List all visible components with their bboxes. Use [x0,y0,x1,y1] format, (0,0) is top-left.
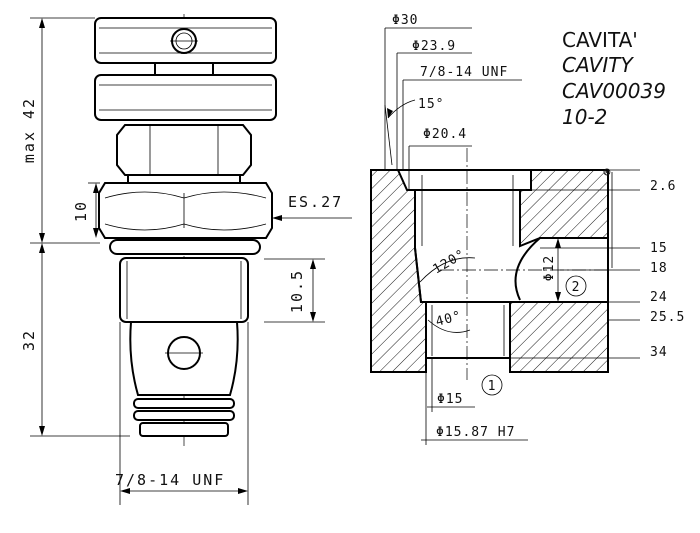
dim-dia-30: Φ30 [392,13,418,28]
dim-dia-20-4: Φ20.4 [423,127,467,142]
dim-angle-40: 40° [434,309,463,330]
port-1-marker [481,374,503,396]
port-2-marker [565,275,587,297]
dim-max-42: max 42 [20,97,38,163]
title-cavity: CAVITY [562,53,634,77]
valve-view [94,14,277,448]
dim-10: 10 [72,200,90,222]
dim-depth-18: 18 [650,261,668,276]
dim-dia-12: Φ12 [542,255,557,281]
dim-depth-2-6: 2.6 [650,179,676,194]
valve-dimensions: max 42 10 ES.27 32 10.5 7/8-14 UNF [20,17,352,505]
dim-depth-24: 24 [650,290,668,305]
cavity-section [370,148,610,380]
hex-nut [98,182,273,239]
title-cavita: CAVITA' [562,28,638,52]
dim-angle-120: 120° [431,247,469,278]
seal-ring [109,239,261,255]
dim-dia-23-9: Φ23.9 [412,39,456,54]
cavity-dimensions: Φ30 Φ23.9 7/8-14 UNF 15° Φ20.4 ⊗ 2.6 15 … [384,13,685,445]
dim-thread-unf: 7/8-14 UNF [115,471,225,489]
dim-dia-15: Φ15 [437,392,463,407]
port-1-label: 1 [488,379,497,394]
dim-32: 32 [20,329,38,351]
thread-body [119,257,249,323]
dim-10-5: 10.5 [288,269,306,313]
title-size: 10-2 [562,105,607,129]
dim-es27: ES.27 [288,193,343,211]
port-2-label: 2 [572,280,581,295]
dim-depth-25-5: 25.5 [650,310,685,325]
title-code: CAV00039 [562,79,666,103]
dim-cavity-thread: 7/8-14 UNF [420,65,508,80]
upper-hex [116,124,252,176]
hatched-block-right [509,169,609,373]
dim-depth-15: 15 [650,241,668,256]
crosshair-icon: ⊗ [603,165,612,180]
title-block: CAVITA' CAVITY CAV00039 10-2 [562,28,666,129]
dim-angle-15: 15° [418,97,444,112]
dim-depth-34: 34 [650,345,668,360]
knob-bottom [94,74,277,121]
dim-dia-15-87: Φ15.87 H7 [436,425,515,440]
